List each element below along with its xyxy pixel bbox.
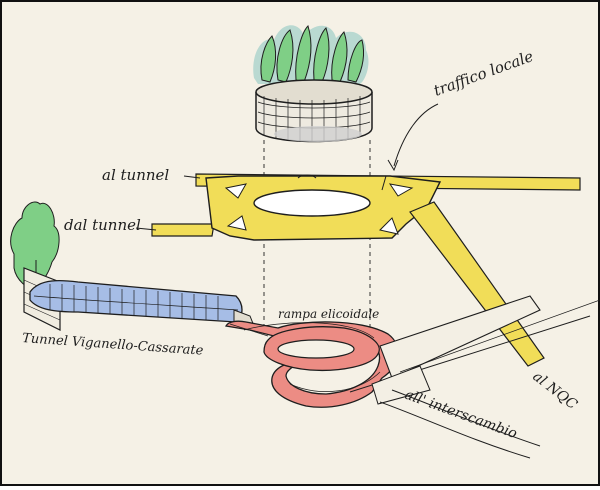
- ramp-outer-loop: [225, 320, 399, 408]
- planter-shadow: [274, 126, 362, 142]
- planter-rim: [255, 79, 373, 105]
- roundabout-island: [253, 189, 371, 217]
- splitter-islands: [224, 183, 414, 235]
- label-dal-tunnel: dal tunnel: [64, 216, 141, 234]
- roundabout-roads: [151, 173, 581, 367]
- helical-ramp: [225, 320, 399, 408]
- tunnel-vault: [29, 279, 243, 323]
- tunnel-ribs: [33, 284, 239, 320]
- road-dal-tunnel: [151, 223, 215, 237]
- label-rampa-elicoidale: rampa elicoidale: [278, 307, 379, 321]
- road-interscambio: [349, 295, 600, 459]
- tunnel-viganello-cassarate: [10, 201, 255, 331]
- label-al-tunnel: al tunnel: [102, 166, 169, 184]
- planter-tower: [253, 25, 373, 143]
- planter-foliage: [253, 25, 369, 84]
- arrow-traffico-locale: [393, 103, 439, 167]
- ramp-core: [277, 339, 355, 359]
- ramp-lane-lines: [229, 322, 381, 392]
